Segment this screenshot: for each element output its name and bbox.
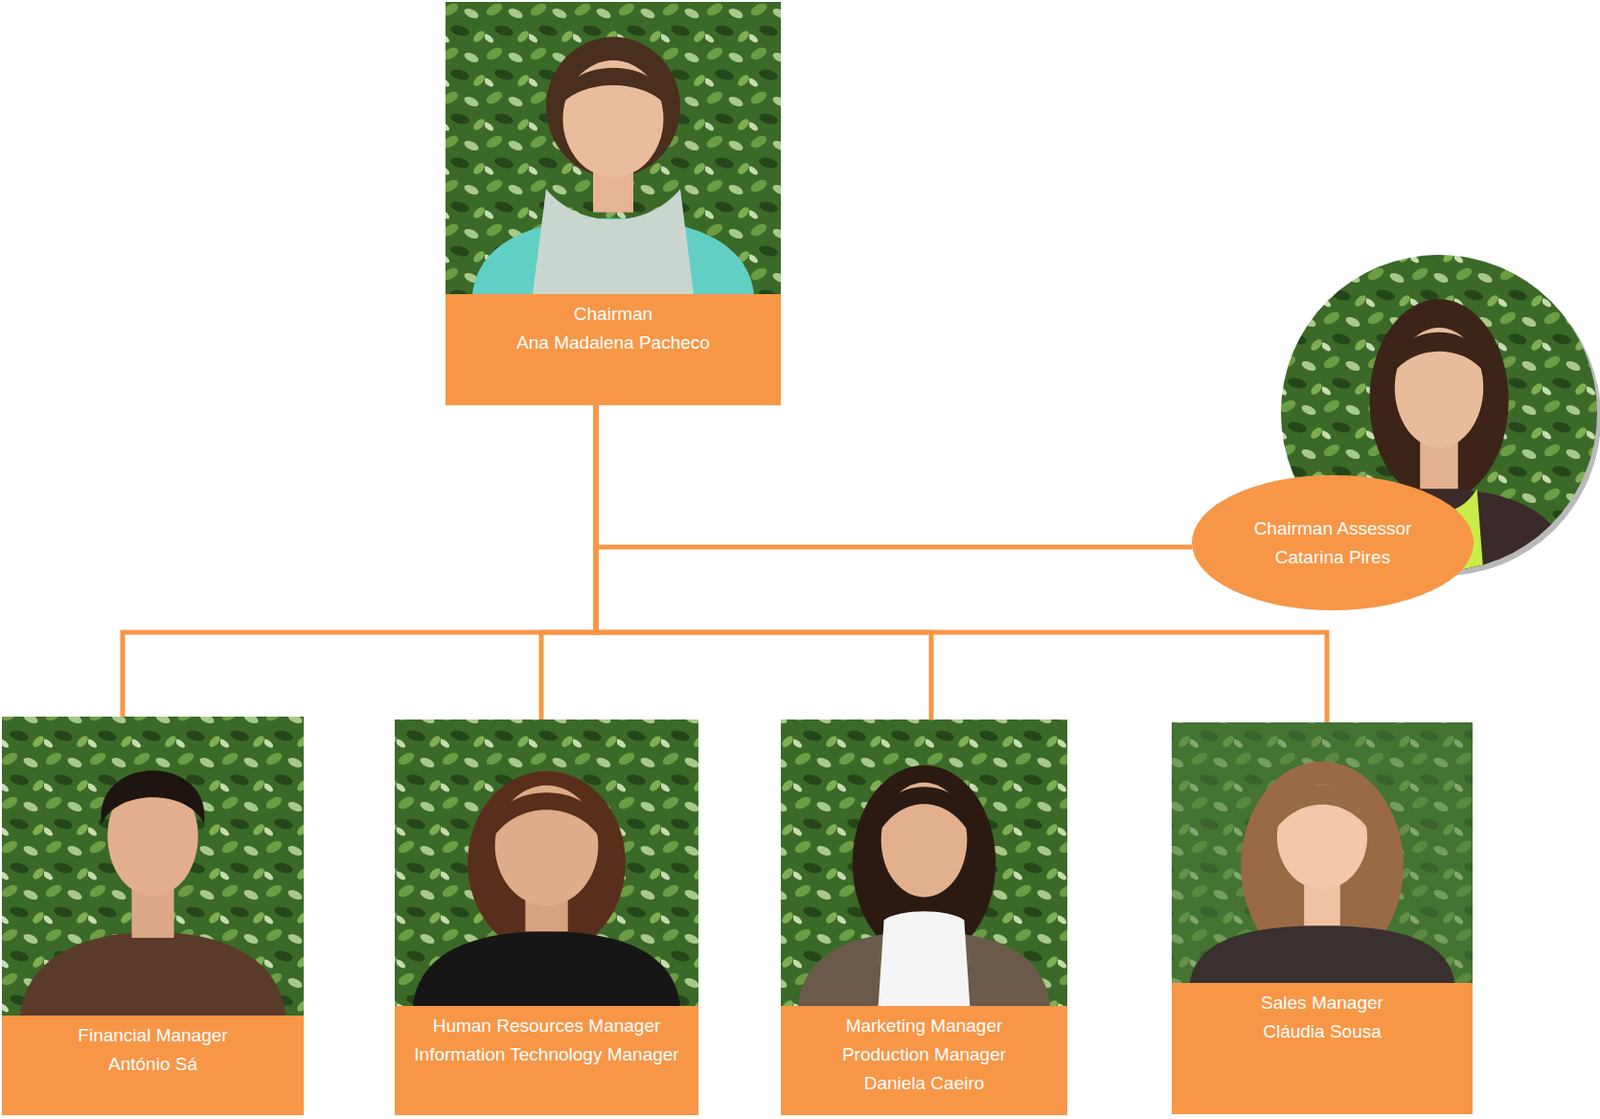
role-subtitle: Information Technology Manager: [413, 1040, 679, 1070]
role-box: Financial ManagerAntónio Sá: [1, 1015, 304, 1116]
role-box: Sales ManagerCláudia Sousa: [1171, 982, 1473, 1115]
role-box: Marketing ManagerProduction ManagerDanie…: [780, 1005, 1068, 1116]
person-name: Daniela Caeiro: [864, 1069, 985, 1098]
role-title: Marketing Manager: [845, 1011, 1004, 1041]
marketing-photo: [780, 719, 1068, 1006]
role-box: Human Resources ManagerInformation Techn…: [394, 1005, 699, 1116]
ellipse-fill: [1191, 475, 1474, 611]
person-name: Cláudia Sousa: [1262, 1017, 1382, 1047]
person-name: Ana Madalena Pacheco: [516, 328, 710, 358]
role-box: ChairmanAna Madalena Pacheco: [445, 294, 781, 406]
role-title: Chairman Assessor: [1254, 514, 1413, 544]
sales-photo: [1171, 722, 1473, 983]
chairman-photo: [445, 1, 781, 295]
ellipse-outline: [1191, 475, 1474, 611]
financial-photo: [1, 716, 304, 1016]
person-name: Catarina Pires: [1275, 543, 1391, 572]
org-connector: [595, 405, 1192, 548]
role-subtitle: Production Manager: [842, 1040, 1006, 1070]
role-title: Sales Manager: [1260, 988, 1384, 1018]
person-name: António Sá: [108, 1050, 198, 1079]
role-title: Human Resources Manager: [433, 1011, 662, 1041]
hr-photo: [394, 719, 699, 1006]
role-title: Financial Manager: [77, 1021, 228, 1051]
assessor-ellipse: Chairman AssessorCatarina Pires: [1191, 475, 1474, 611]
role-title: Chairman: [573, 299, 653, 329]
